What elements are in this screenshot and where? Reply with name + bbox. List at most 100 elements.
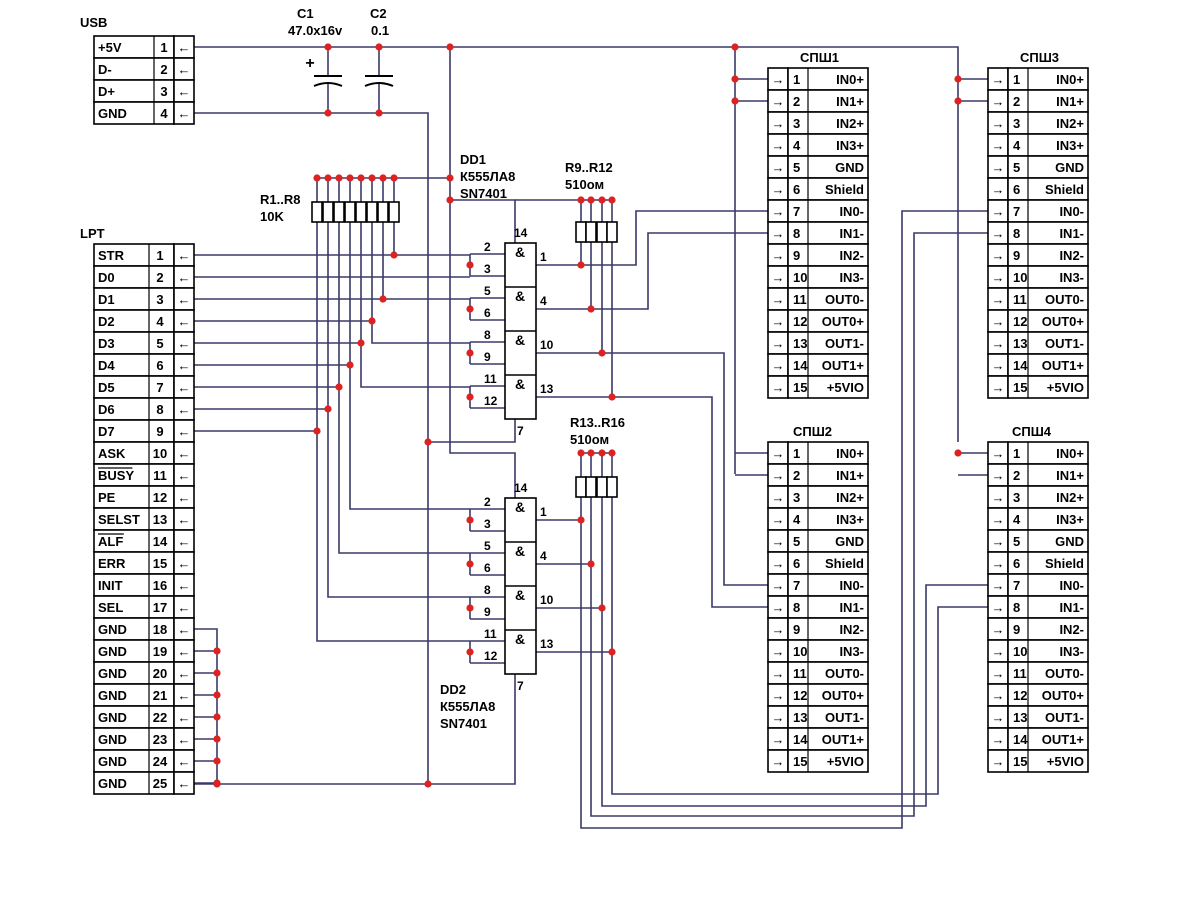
connector-pin-number: 8 <box>793 600 800 615</box>
junction-dot <box>608 393 616 401</box>
arrow-right-icon: → <box>992 138 1005 153</box>
connector-pin-name: OUT1- <box>825 336 864 351</box>
connector-pin-name: IN3+ <box>836 138 864 153</box>
lpt-pin-number: 11 <box>153 468 167 483</box>
connector-pin-name: IN2+ <box>836 490 864 505</box>
gnd-pin-number: 7 <box>517 424 524 438</box>
junction-dot <box>390 251 398 259</box>
connector-pin-name: IN0- <box>1059 578 1084 593</box>
arrow-right-icon: → <box>992 666 1005 681</box>
lpt-pin-number: 25 <box>153 776 167 791</box>
connector-pin-name: OUT0+ <box>822 688 865 703</box>
wire <box>601 497 988 807</box>
arrow-right-icon: → <box>772 270 785 285</box>
connector-pin-number: 12 <box>793 314 807 329</box>
arrow-right-icon: → <box>992 248 1005 263</box>
and-gate-symbol: & <box>515 587 525 603</box>
connector-pin-number: 4 <box>793 138 801 153</box>
usb-pin-number: 3 <box>160 84 167 99</box>
c1-value: 47.0x16v <box>288 23 343 38</box>
connector-pin-name: IN1- <box>839 226 864 241</box>
junction-dot <box>598 196 606 204</box>
r9-r12-value: 510ом <box>565 177 604 192</box>
lpt-pin-name: GND <box>98 754 127 769</box>
lpt-pin-number: 3 <box>156 292 163 307</box>
arrow-right-icon: → <box>992 644 1005 659</box>
arrow-left-icon: ← <box>178 534 191 549</box>
junction-dot <box>608 196 616 204</box>
gate-pin-number: 4 <box>540 549 547 563</box>
resistor <box>355 201 367 223</box>
gate-pin-number: 1 <box>540 505 547 519</box>
connector-pin-name: GND <box>1055 534 1084 549</box>
arrow-right-icon: → <box>772 116 785 131</box>
lpt-pin-number: 13 <box>153 512 167 527</box>
arrow-right-icon: → <box>772 710 785 725</box>
connector-pin-name: OUT1- <box>825 710 864 725</box>
arrow-left-icon: ← <box>178 292 191 307</box>
gate-pin-number: 8 <box>484 583 491 597</box>
junction-dot <box>324 43 332 51</box>
vcc-feed <box>449 47 516 498</box>
arrow-right-icon: → <box>992 226 1005 241</box>
arrow-right-icon: → <box>772 622 785 637</box>
connector-pin-name: IN3+ <box>1056 512 1084 527</box>
connector-pin-number: 5 <box>793 160 800 175</box>
connector-pin-name: IN3+ <box>836 512 864 527</box>
connector-pin-number: 5 <box>793 534 800 549</box>
c1-plate <box>313 82 343 87</box>
arrow-right-icon: → <box>992 534 1005 549</box>
junction-dot <box>446 43 454 51</box>
connector-pin-name: Shield <box>825 182 864 197</box>
arrow-left-icon: ← <box>178 490 191 505</box>
junction-dot <box>587 305 595 313</box>
lpt-pin-name: SEL <box>98 600 123 615</box>
junction-dot <box>424 438 432 446</box>
connector-pin-number: 7 <box>1013 204 1020 219</box>
connector-pin-number: 15 <box>793 380 807 395</box>
wire <box>611 242 768 608</box>
gnd-rail <box>194 112 429 784</box>
dd1-label: DD1 <box>460 152 486 167</box>
arrow-left-icon: ← <box>178 776 191 791</box>
wire <box>590 232 768 310</box>
connector-pin-name: IN2+ <box>1056 116 1084 131</box>
junction-dot <box>587 560 595 568</box>
connector-pin-number: 6 <box>1013 182 1020 197</box>
lpt-pin-number: 15 <box>153 556 167 571</box>
connector-pin-name: OUT0+ <box>1042 688 1085 703</box>
resistor <box>344 201 356 223</box>
connector-pin-number: 10 <box>1013 644 1027 659</box>
gate-pin-number: 1 <box>540 250 547 264</box>
connector-pin-number: 14 <box>793 732 808 747</box>
gate-pin-number: 3 <box>484 262 491 276</box>
junction-dot <box>335 383 343 391</box>
arrow-right-icon: → <box>772 336 785 351</box>
wire <box>601 242 768 586</box>
arrow-left-icon: ← <box>178 600 191 615</box>
arrow-right-icon: → <box>992 600 1005 615</box>
connector-pin-name: IN1- <box>1059 226 1084 241</box>
connector-pin-name: OUT1+ <box>822 732 865 747</box>
c2-label: C2 <box>370 6 387 21</box>
lpt-pin-name: GND <box>98 688 127 703</box>
connector-pin-number: 9 <box>1013 248 1020 263</box>
junction-dot <box>587 449 595 457</box>
lpt-pin-number: 14 <box>153 534 168 549</box>
gate-pin-number: 11 <box>484 627 497 641</box>
resistor <box>366 201 378 223</box>
wire <box>194 222 373 322</box>
gate-pin-number: 3 <box>484 517 491 531</box>
arrow-left-icon: ← <box>178 446 191 461</box>
connector-pin-number: 10 <box>793 644 807 659</box>
resistor <box>585 221 597 243</box>
usb-pin-name: GND <box>98 106 127 121</box>
junction-dot <box>577 516 585 524</box>
usb-arrow-cell <box>173 101 195 125</box>
arrow-right-icon: → <box>772 556 785 571</box>
wire <box>327 409 470 598</box>
resistor <box>322 201 334 223</box>
connector-pin-name: IN2- <box>839 248 864 263</box>
connector-pin-name: IN2+ <box>1056 490 1084 505</box>
arrow-right-icon: → <box>772 226 785 241</box>
